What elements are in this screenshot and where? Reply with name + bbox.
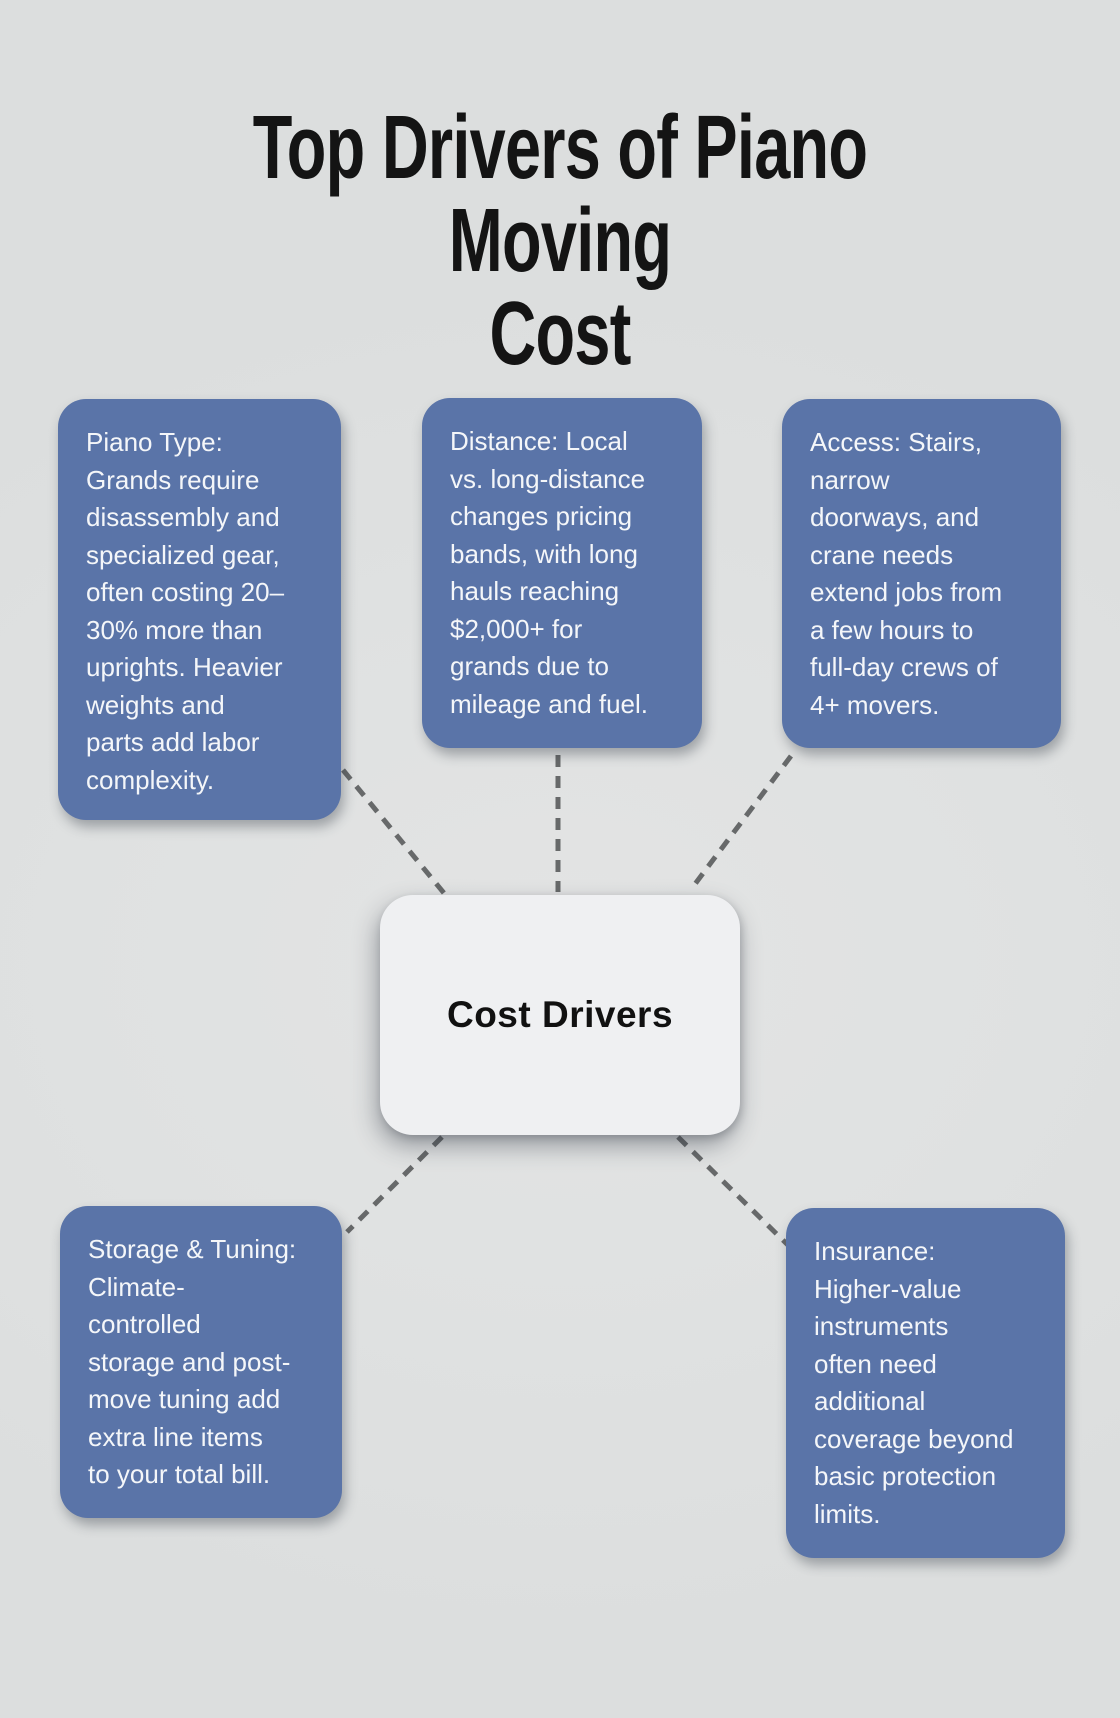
node-piano-type-text: Piano Type: Grands require disassembly a…	[86, 427, 285, 795]
node-storage-tuning-text: Storage & Tuning: Climate- controlled st…	[88, 1234, 297, 1489]
node-distance-text: Distance: Local vs. long-distance change…	[450, 426, 649, 719]
connector-piano-type	[341, 768, 450, 900]
node-insurance-text: Insurance: Higher-value instruments ofte…	[814, 1236, 1014, 1529]
connector-access	[690, 754, 793, 890]
node-access-text: Access: Stairs, narrow doorways, and cra…	[810, 427, 1003, 720]
page-title: Top Drivers of Piano Moving Cost	[252, 98, 868, 384]
connector-storage-tuning	[345, 1135, 444, 1234]
node-distance: Distance: Local vs. long-distance change…	[422, 398, 702, 748]
center-node: Cost Drivers	[380, 895, 740, 1135]
node-piano-type: Piano Type: Grands require disassembly a…	[58, 399, 341, 820]
center-node-label: Cost Drivers	[446, 994, 674, 1035]
node-access: Access: Stairs, narrow doorways, and cra…	[782, 399, 1061, 748]
node-storage-tuning: Storage & Tuning: Climate- controlled st…	[60, 1206, 342, 1518]
node-insurance: Insurance: Higher-value instruments ofte…	[786, 1208, 1065, 1558]
connector-insurance	[676, 1135, 795, 1252]
